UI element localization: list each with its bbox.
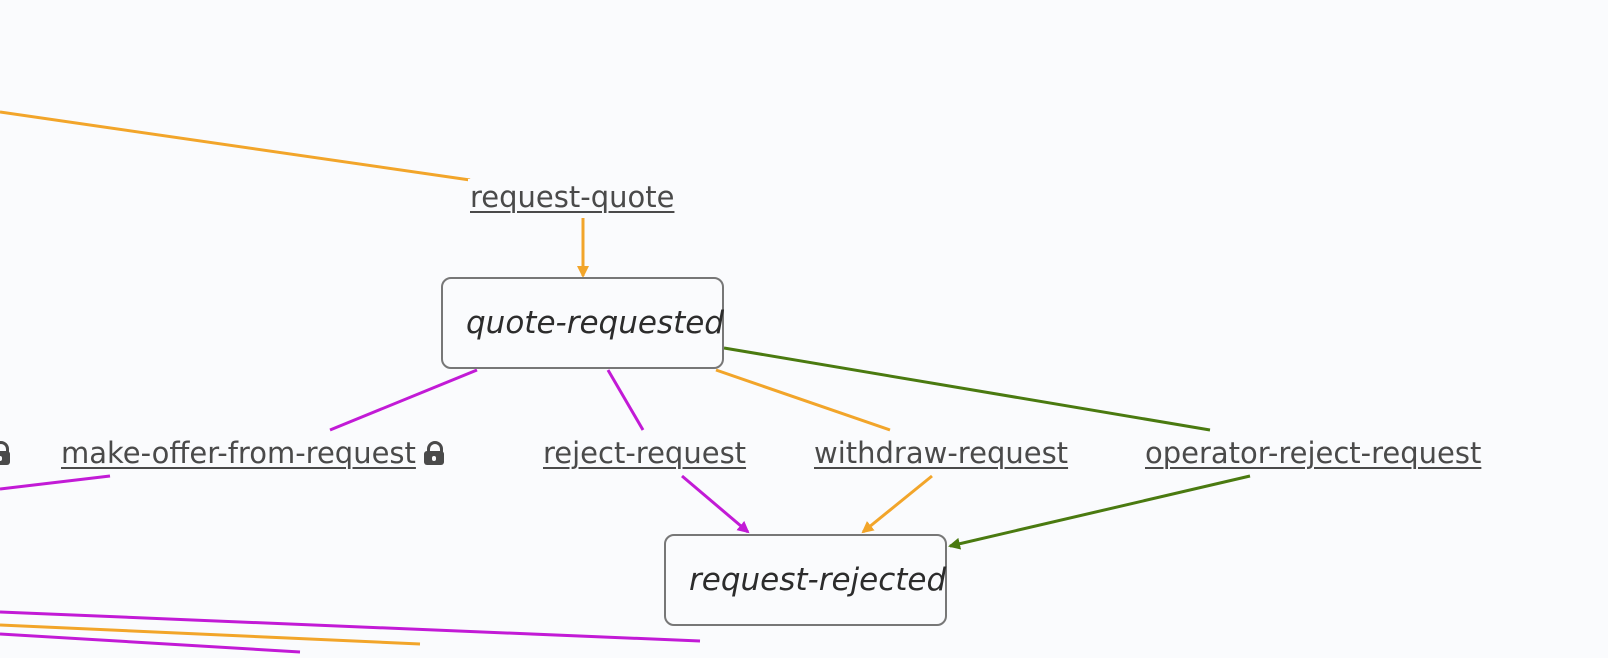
edge-incoming-request-quote: [0, 110, 471, 182]
edge-quote-requested-to-make-offer: [329, 368, 478, 432]
edge-operator-reject-to-request-rejected: [948, 474, 1251, 550]
edge-make-offer-outgoing: [0, 474, 111, 491]
state-request-rejected-label: request-rejected: [689, 562, 947, 598]
edge-reject-request-to-request-rejected: [681, 474, 750, 534]
edge-quote-requested-to-operator-reject: [723, 346, 1211, 432]
state-quote-requested[interactable]: [441, 277, 724, 369]
transition-withdraw-request[interactable]: withdraw-request: [812, 435, 1071, 471]
transition-make-offer-from-request-label: make-offer-from-request: [61, 436, 416, 470]
lock-icon: [423, 441, 444, 465]
transition-operator-reject-request[interactable]: operator-reject-request: [1143, 435, 1484, 471]
transition-make-offer-from-request[interactable]: make-offer-from-request: [59, 435, 446, 471]
transition-request-quote[interactable]: request-quote: [468, 179, 677, 215]
edge-withdraw-request-to-request-rejected: [861, 474, 933, 534]
state-request-rejected[interactable]: [664, 534, 947, 626]
transition-reject-request[interactable]: reject-request: [541, 435, 749, 471]
edge-quote-requested-to-reject-request: [606, 369, 645, 431]
state-quote-requested-label: quote-requested: [466, 305, 724, 341]
edge-bottom-purple-1: [0, 610, 701, 643]
edge-quote-requested-to-withdraw-request: [715, 368, 891, 432]
edge-bottom-purple-2: [0, 632, 301, 654]
edge-bottom-orange: [0, 623, 421, 646]
lock-icon: [0, 441, 10, 465]
